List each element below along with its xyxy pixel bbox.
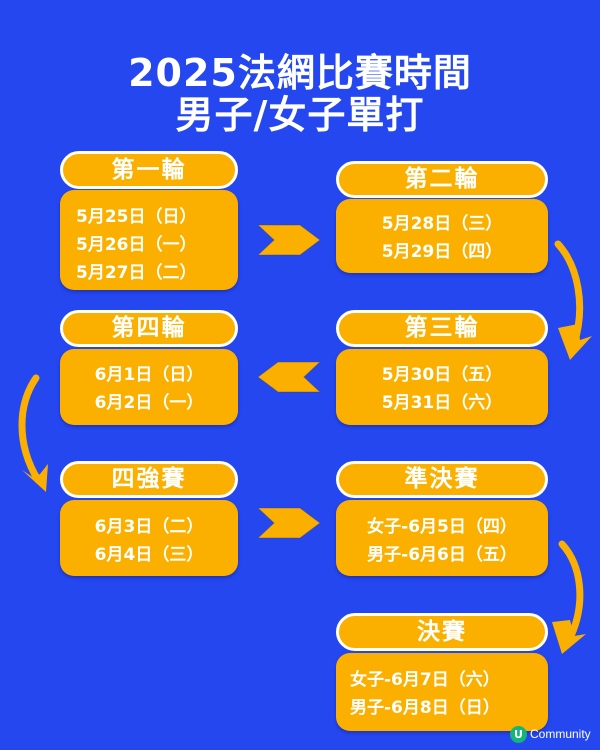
- date-line: 6月3日（二）: [94, 517, 204, 537]
- date-line: 6月4日（三）: [94, 545, 204, 565]
- stage-dates: 5月28日（三） 5月29日（四）: [336, 199, 548, 273]
- date-line: 5月28日（三）: [381, 214, 503, 234]
- logo-wordmark: Community: [530, 727, 591, 741]
- date-line: 男子-6月6日（五）: [367, 545, 517, 565]
- date-line: 女子-6月5日（四）: [367, 517, 517, 537]
- date-line: 5月29日（四）: [381, 242, 503, 262]
- date-line: 5月31日（六）: [381, 393, 503, 413]
- stage-dates: 5月30日（五） 5月31日（六）: [336, 349, 548, 425]
- stage-label: 準決賽: [336, 461, 548, 498]
- date-line: 5月27日（二）: [76, 263, 197, 283]
- stage-dates: 6月3日（二） 6月4日（三）: [60, 500, 238, 576]
- stage-label: 第三輪: [336, 310, 548, 347]
- stage-dates: 5月25日（日） 5月26日（一） 5月27日（二）: [60, 190, 238, 290]
- chevron-left-icon: [257, 361, 322, 393]
- date-line: 男子-6月8日（日）: [350, 698, 500, 718]
- community-logo: U Community: [510, 724, 591, 744]
- date-line: 5月30日（五）: [381, 365, 503, 385]
- chevron-right-icon: [256, 507, 321, 539]
- date-line: 女子-6月7日（六）: [350, 670, 500, 690]
- curved-arrow-down-icon: [552, 540, 586, 654]
- stage-dates: 6月1日（日） 6月2日（一）: [60, 349, 238, 425]
- date-line: 6月2日（一）: [94, 393, 204, 413]
- stage-dates: 女子-6月5日（四） 男子-6月6日（五）: [336, 500, 548, 576]
- stage-label: 第四輪: [60, 310, 238, 347]
- stage-label: 第一輪: [60, 151, 238, 189]
- stage-dates: 女子-6月7日（六） 男子-6月8日（日）: [336, 653, 548, 731]
- date-line: 5月26日（一）: [76, 235, 197, 255]
- date-line: 6月1日（日）: [94, 365, 204, 385]
- page-subtitle: 男子/女子單打: [175, 93, 425, 137]
- date-line: 5月25日（日）: [76, 207, 197, 227]
- curved-arrow-down-icon: [18, 374, 48, 492]
- stage-label: 第二輪: [336, 161, 548, 198]
- u-badge-icon: U: [510, 725, 527, 743]
- stage-label: 決賽: [336, 613, 548, 651]
- chevron-right-icon: [256, 224, 321, 256]
- stage-label: 四強賽: [60, 461, 238, 498]
- curved-arrow-down-icon: [554, 240, 592, 360]
- page-title: 2025法網比賽時間: [128, 51, 472, 95]
